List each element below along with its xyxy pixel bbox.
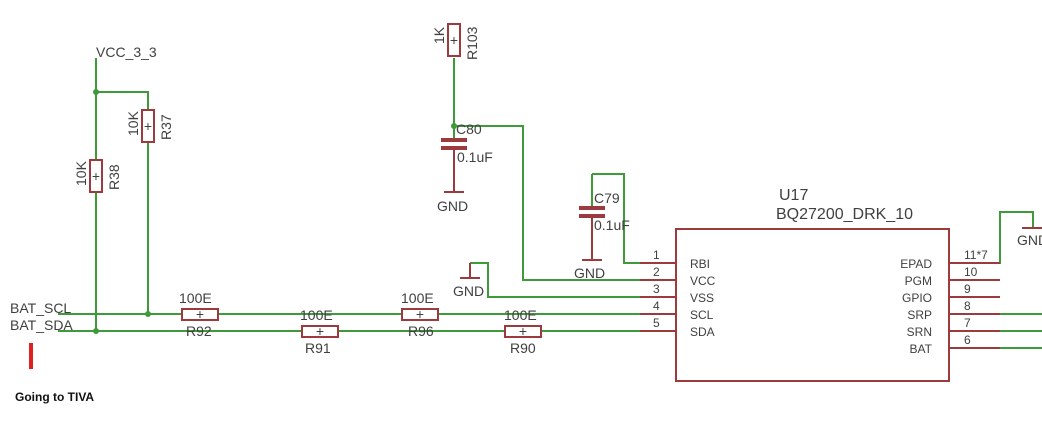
r103-name: R103 [464,26,480,60]
net-label-vcc: VCC_3_3 [96,44,157,60]
svg-text:+: + [450,32,458,48]
pin-num-10: 10 [964,265,978,279]
pin-num-7: 7 [964,316,971,330]
capacitor-c80: C80 0.1uF [441,121,493,193]
gnd-label-epad: GND [1017,232,1042,248]
gnd-label-c80: GND [437,198,468,214]
r91-name: R91 [305,340,331,356]
pin-num-2: 2 [653,265,660,279]
pin-num-5: 5 [653,316,660,330]
c79-name: C79 [594,190,620,206]
r92-value: 100E [179,290,212,306]
gnd-label-c79: GND [574,265,605,281]
resistor-r103: + 1K R103 [431,23,480,60]
gnd-label-vss: GND [453,283,484,299]
svg-text:+: + [316,323,324,339]
pin-name-vss: VSS [690,291,714,305]
pin-num-9: 9 [964,282,971,296]
pin-name-srn: SRN [907,325,932,339]
pin-name-rbi: RBI [690,257,710,271]
gnd-symbol-vss [460,263,480,279]
pin-name-scl: SCL [690,308,714,322]
c80-value: 0.1uF [457,149,493,165]
r96-name: R96 [408,323,434,339]
r92-name: R92 [186,323,212,339]
junction-scl [145,311,151,317]
pin-num-4: 4 [653,299,660,313]
net-label-bat-scl: BAT_SCL [10,300,71,316]
pin-name-gpio: GPIO [902,291,932,305]
svg-text:+: + [416,306,424,322]
ic-part-number: BQ27200_DRK_10 [776,206,913,223]
svg-text:+: + [144,118,152,134]
resistor-r92: + 100E R92 [179,290,219,339]
pin-num-6: 6 [964,333,971,347]
svg-text:+: + [92,168,100,184]
pin-num-3: 3 [653,282,660,296]
r103-value: 1K [431,26,447,44]
ic-ref: U17 [779,187,808,204]
pin-num-1: 1 [653,248,660,262]
r37-value: 10K [125,110,141,136]
pin-num-8: 8 [964,299,971,313]
net-label-bat-sda: BAT_SDA [10,317,73,333]
resistor-r90: + 100E R90 [504,307,542,356]
r38-name: R38 [106,164,122,190]
note-going-to-tiva: Going to TIVA [15,390,94,404]
pin-name-vcc: VCC [690,274,716,288]
c79-value: 0.1uF [594,217,630,233]
r90-name: R90 [510,340,536,356]
r91-value: 100E [300,307,333,323]
junctions [93,89,457,334]
r90-value: 100E [504,307,537,323]
ic-u17: U17 BQ27200_DRK_10 1 2 3 4 5 RBI VCC VSS… [640,187,1000,382]
pin-name-epad: EPAD [900,257,932,271]
pin-name-pgm: PGM [905,274,932,288]
pin-name-bat: BAT [910,342,933,356]
pin-name-sda: SDA [690,325,715,339]
resistor-r96: + 100E R96 [401,290,439,339]
svg-text:+: + [196,306,204,322]
svg-text:+: + [519,323,527,339]
r37-name: R37 [158,114,174,140]
junction-c80 [451,123,457,129]
resistor-r37: + 10K R37 [125,109,174,143]
capacitor-c79: C79 0.1uF [579,190,630,261]
resistor-r91: + 100E R91 [300,307,339,356]
r96-value: 100E [401,290,434,306]
r38-value: 10K [73,160,89,186]
resistor-r38: + 10K R38 [73,159,122,193]
pin-name-srp: SRP [907,308,932,322]
c80-name: C80 [456,121,482,137]
junction-sda [93,328,99,334]
junction-vcc [93,89,99,95]
pin-num-11: 11*7 [964,248,988,262]
red-marker [29,343,33,369]
